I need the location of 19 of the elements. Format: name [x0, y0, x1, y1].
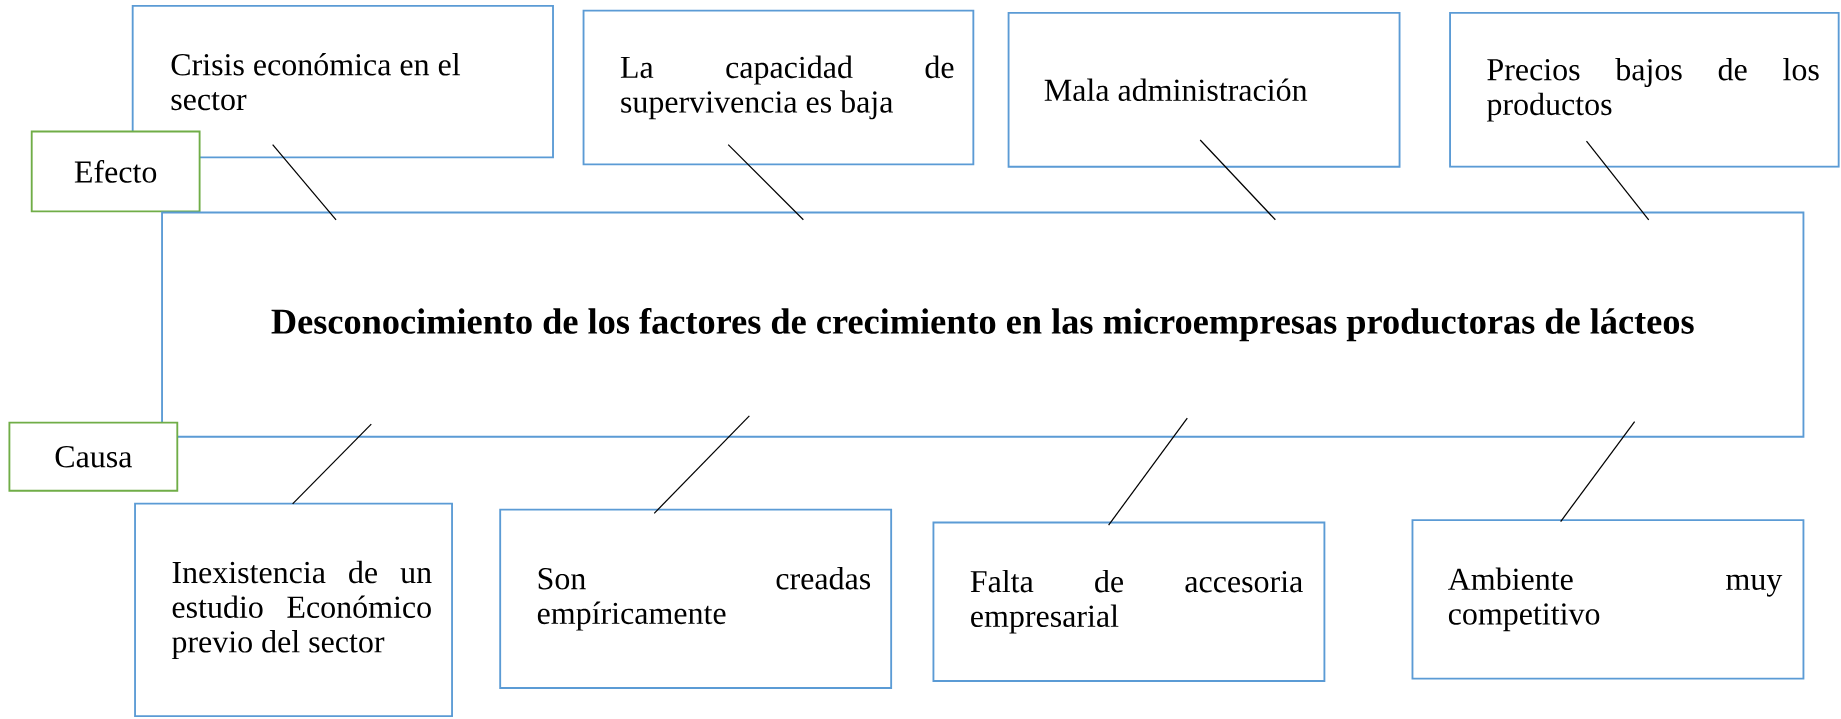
problem-box: Desconocimiento de los factores de crecimiento en las microempresas productoras de lácteos	[161, 211, 1805, 438]
effect-box: Crisis económica en el sector	[131, 5, 554, 159]
connector-line	[727, 144, 804, 221]
cause-box: Son creadas empíricamente	[499, 508, 893, 690]
effect-box: La capacidad de supervivencia es baja	[582, 9, 975, 166]
connector-line	[1585, 140, 1650, 221]
tag-box: Causa	[8, 421, 179, 492]
effect-box: Precios bajos de los productos	[1449, 12, 1840, 168]
connector-line	[653, 415, 750, 515]
connector-line	[1199, 139, 1276, 221]
connector-line	[272, 144, 337, 221]
connector-line	[1560, 421, 1636, 523]
connector-line	[1108, 417, 1188, 526]
cause-box: Falta de accesoria empresarial	[932, 521, 1326, 683]
connector-line	[292, 423, 372, 505]
cause-box: Ambiente muy competitivo	[1411, 519, 1805, 680]
effect-box: Mala administración	[1007, 12, 1401, 168]
tag-box: Efecto	[30, 130, 201, 213]
cause-box: Inexistencia de un estudio Económico previo del sector	[134, 502, 453, 718]
